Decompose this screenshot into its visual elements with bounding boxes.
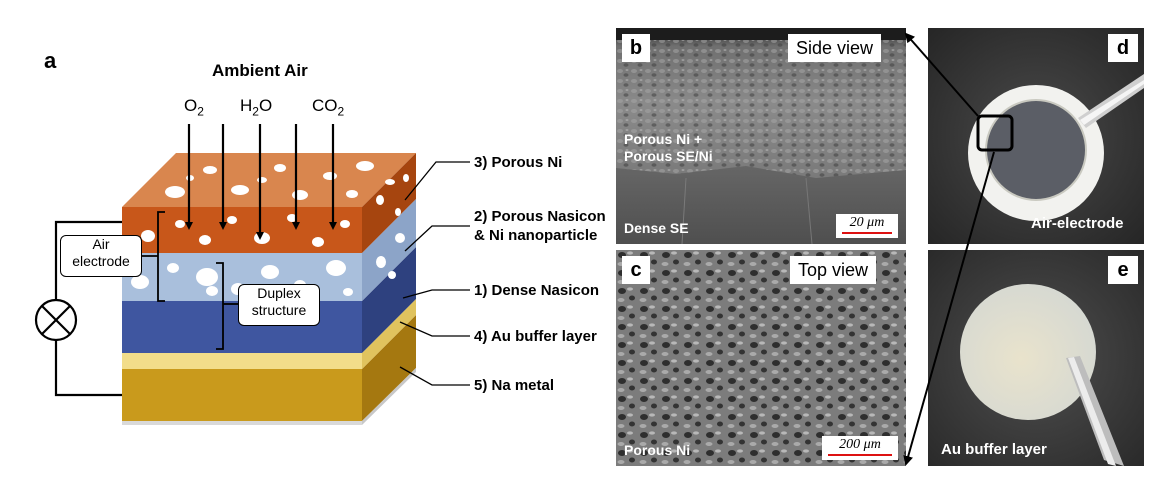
gas-h2o-label: H2O: [240, 96, 273, 119]
au-buffer-photo-label: Au buffer layer: [941, 441, 1047, 458]
gas-o2-label: O2: [184, 96, 204, 119]
scale-bar-200um: 200 μm: [822, 436, 898, 460]
scale-bar-20um: 20 μm: [836, 214, 898, 238]
gas-arrows: [185, 124, 337, 240]
layer-label-porous-ni: 3) Porous Ni: [474, 154, 563, 171]
duplex-bracket: [216, 262, 238, 350]
layer-label-porous-nasicon: 2) Porous Nasicon & Ni nanoparticle: [474, 208, 606, 244]
cell-schematic: [34, 124, 470, 425]
panel-e-letter: e: [1108, 256, 1138, 284]
na-metal-layer: [122, 315, 416, 425]
duplex-structure-label: Duplex structure: [238, 284, 320, 326]
air-electrode-label: Air electrode: [60, 235, 142, 277]
top-view-badge: Top view: [790, 256, 877, 284]
side-view-badge: Side view: [788, 34, 882, 62]
porous-ni-se-label: Porous Ni + Porous SE/Ni: [624, 131, 713, 164]
panel-d-letter: d: [1108, 34, 1138, 62]
layer-label-au-buffer: 4) Au buffer layer: [474, 328, 597, 345]
layer-leaders: [399, 161, 470, 386]
gas-co2-label: CO2: [312, 96, 345, 119]
porous-ni-layer: [122, 153, 416, 253]
panel-b-letter: b: [622, 34, 650, 62]
air-electrode-bracket: [140, 211, 165, 302]
sem-top-view-image: [616, 250, 906, 466]
dense-se-label: Dense SE: [624, 220, 689, 236]
porous-ni-top-label: Porous Ni: [624, 442, 691, 458]
au-buffer-layer: [122, 299, 416, 369]
panel-a-letter: a: [44, 48, 57, 73]
external-circuit: [34, 220, 122, 397]
layer-label-dense-nasicon: 1) Dense Nasicon: [474, 282, 600, 299]
air-electrode-photo-label: Air-electrode: [1031, 215, 1124, 232]
panel-c-letter: c: [622, 256, 650, 284]
layer-label-na-metal: 5) Na metal: [474, 377, 555, 394]
ambient-air-title: Ambient Air: [212, 61, 308, 80]
